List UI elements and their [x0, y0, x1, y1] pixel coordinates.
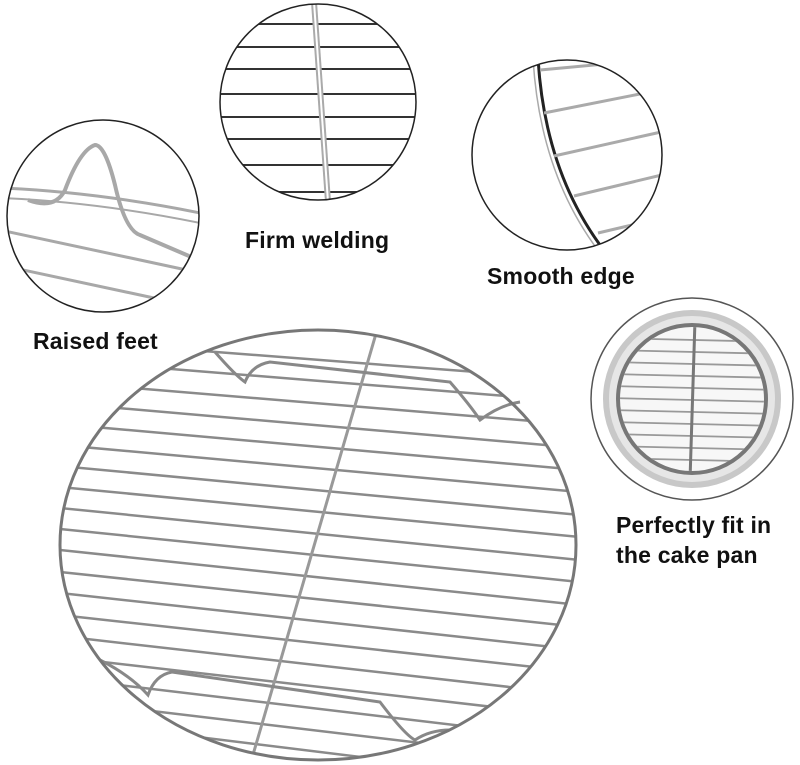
raised-feet-label: Raised feet — [33, 328, 158, 354]
welded-wires-detail-icon — [219, 3, 417, 201]
cake-pan-fit-label-line1: Perfectly fit in — [616, 512, 772, 538]
smooth-edge-label: Smooth edge — [487, 263, 635, 289]
cake-pan-fit-label: Perfectly fit in the cake pan — [616, 510, 771, 570]
firm-welding-label: Firm welding — [245, 227, 390, 253]
rack-edge-detail-icon — [471, 59, 663, 251]
round-wire-rack-icon — [58, 328, 578, 762]
rack-in-pan-detail-icon — [590, 297, 794, 501]
raised-feet-detail-icon — [6, 119, 200, 313]
cake-pan-fit-label-line2: the cake pan — [616, 542, 758, 568]
